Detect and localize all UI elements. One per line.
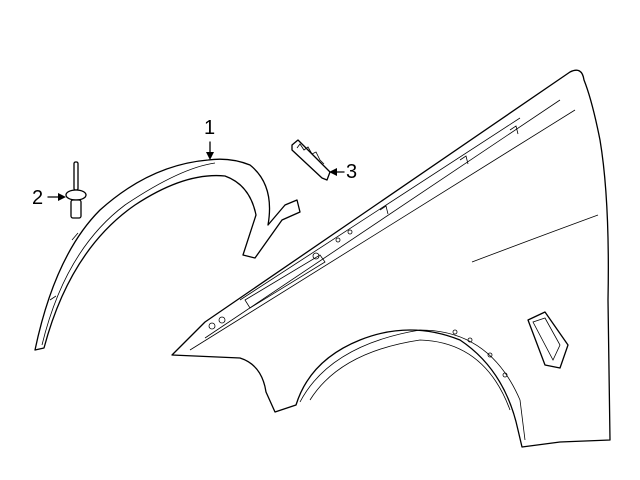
callout-3-label: 3 — [346, 161, 358, 183]
callout-2-label: 2 — [32, 187, 44, 209]
push-pin-fastener — [65, 161, 87, 219]
callout-arrows — [47, 141, 345, 201]
fender-panel — [171, 69, 611, 448]
wheel-arch-flare — [34, 158, 301, 351]
callout-1-label: 1 — [204, 117, 216, 139]
retaining-clip — [291, 139, 331, 181]
